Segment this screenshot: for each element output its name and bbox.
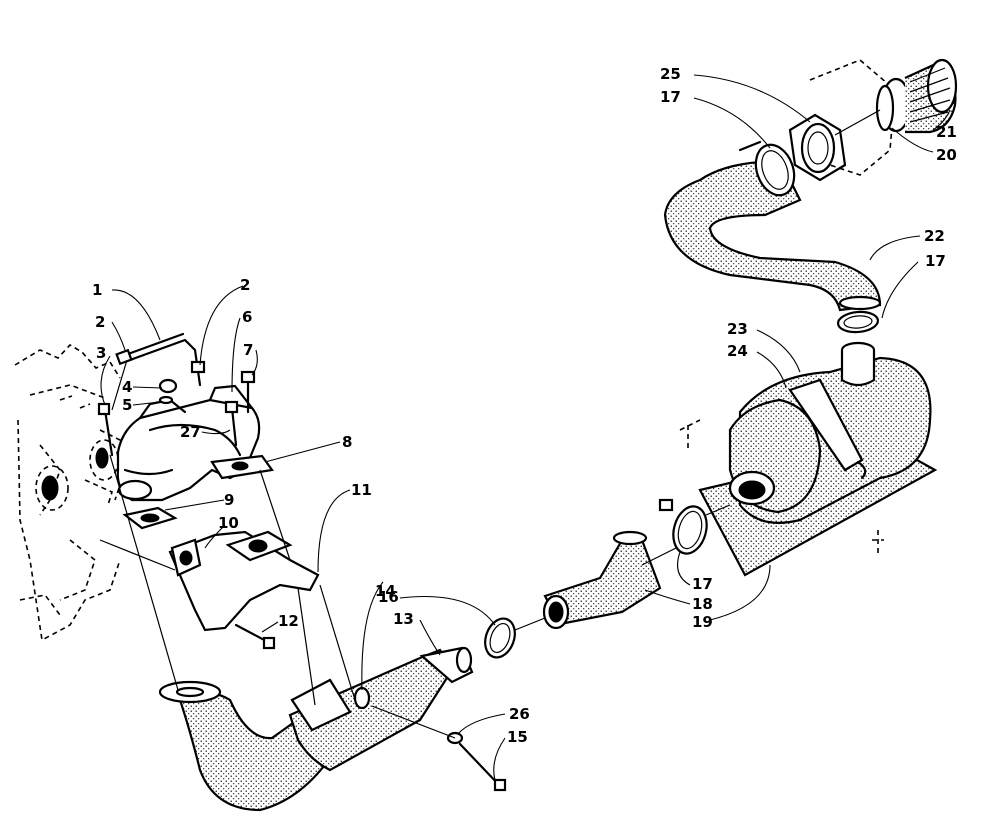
jam-nut-25 bbox=[788, 113, 847, 182]
clamp-17-lower bbox=[658, 498, 708, 555]
callout-17: 17 bbox=[925, 252, 946, 270]
clamp-17-top bbox=[738, 140, 796, 197]
manifold-bolts bbox=[97, 370, 256, 457]
callout-labels: 1 2 2 3 4 5 6 7 8 9 10 11 12 13 14 15 16… bbox=[92, 65, 957, 746]
clamp-17-middle bbox=[836, 310, 880, 334]
callout-4: 4 bbox=[122, 378, 132, 396]
exhaust-elbow-22 bbox=[663, 148, 882, 312]
callout-10: 10 bbox=[218, 514, 239, 532]
callout-26: 26 bbox=[509, 705, 530, 723]
callout-1: 1 bbox=[92, 281, 102, 299]
callout-9: 9 bbox=[224, 491, 234, 509]
callout-27: 27 bbox=[180, 423, 201, 441]
gasket-9 bbox=[122, 506, 178, 530]
callout-25: 25 bbox=[660, 65, 681, 83]
callout-18: 18 bbox=[692, 595, 713, 613]
callout-22: 22 bbox=[924, 227, 945, 245]
callout-14: 14 bbox=[375, 582, 396, 600]
callout-8: 8 bbox=[342, 433, 352, 451]
callout-17: 17 bbox=[660, 88, 681, 106]
callout-23: 23 bbox=[727, 320, 748, 338]
callout-11: 11 bbox=[351, 481, 372, 499]
exhaust-coupler-18 bbox=[542, 530, 662, 630]
alignment-lines bbox=[99, 109, 881, 739]
callout-15: 15 bbox=[507, 728, 528, 746]
callout-6: 6 bbox=[242, 308, 252, 326]
breather-tube bbox=[115, 332, 206, 387]
gasket-8 bbox=[210, 454, 274, 480]
callout-24: 24 bbox=[727, 342, 748, 360]
engine-block-outline bbox=[14, 343, 126, 642]
callout-20: 20 bbox=[936, 146, 957, 164]
callout-16: 16 bbox=[378, 588, 399, 606]
bolt-12 bbox=[234, 623, 276, 650]
callout-5: 5 bbox=[122, 396, 132, 414]
leader-lines bbox=[100, 74, 951, 781]
gasket-20 bbox=[875, 84, 895, 132]
callout-2: 2 bbox=[95, 313, 105, 331]
exhaust-outlet-21 bbox=[880, 58, 958, 134]
clamp-16 bbox=[484, 617, 516, 659]
bolt-15 bbox=[458, 742, 507, 792]
callout-19: 19 bbox=[692, 613, 713, 631]
callout-17: 17 bbox=[692, 575, 713, 593]
callout-2: 2 bbox=[240, 276, 250, 294]
callout-3: 3 bbox=[96, 344, 106, 362]
silencer-box bbox=[679, 341, 938, 577]
callout-13: 13 bbox=[393, 610, 414, 628]
callout-21: 21 bbox=[936, 123, 957, 141]
callout-7: 7 bbox=[243, 341, 253, 359]
exhaust-pipe-and-silencer bbox=[158, 646, 474, 812]
callout-12: 12 bbox=[278, 612, 299, 630]
exhaust-adapter bbox=[168, 530, 320, 632]
